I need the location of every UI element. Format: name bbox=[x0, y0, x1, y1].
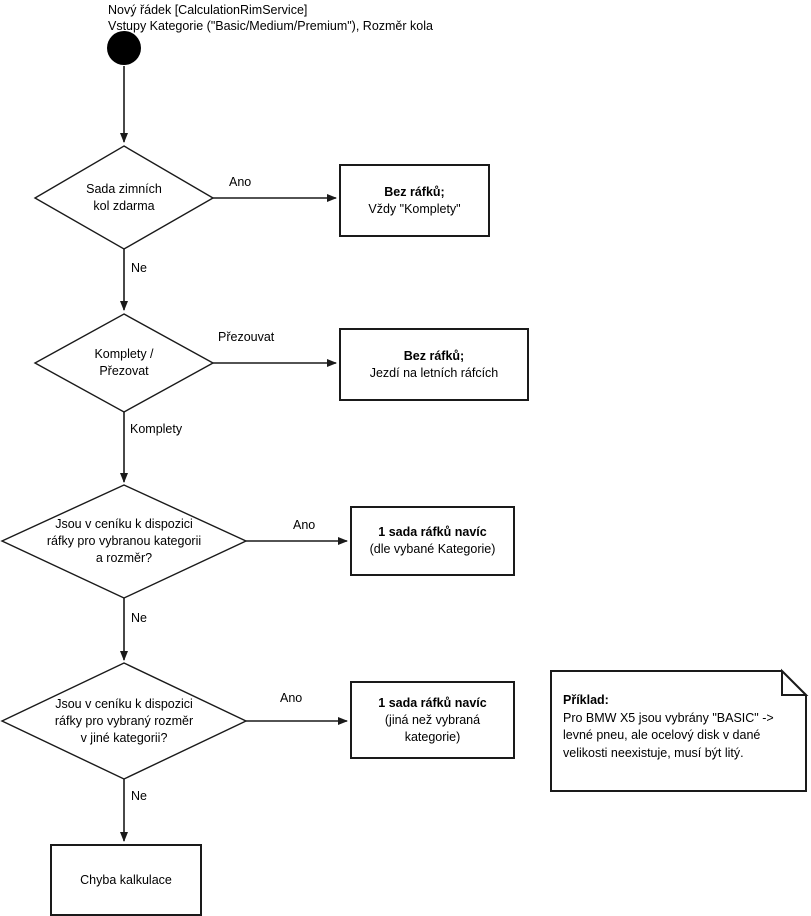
edge-label-d3-no: Ne bbox=[131, 611, 147, 625]
decision-2-shape bbox=[33, 313, 215, 413]
decision-3-shape bbox=[0, 484, 248, 599]
edge-label-d4-no: Ne bbox=[131, 789, 147, 803]
diagram-title-line-1: Nový řádek [CalculationRimService] bbox=[108, 3, 308, 17]
outcome-1-shape bbox=[339, 164, 490, 237]
note-line-3: velikosti neexistuje, musí být litý. bbox=[563, 745, 744, 760]
outcome-4-shape bbox=[350, 681, 515, 759]
note-line-1: Pro BMW X5 jsou vybrány "BASIC" -> bbox=[563, 710, 774, 725]
error-node-shape bbox=[50, 844, 202, 916]
outcome-3-shape bbox=[350, 506, 515, 576]
edge-label-d2-no: Komplety bbox=[130, 422, 183, 436]
diagram-title-line-2: Vstupy Kategorie ("Basic/Medium/Premium"… bbox=[108, 19, 433, 33]
note-line-2: levné pneu, ale ocelový disk v dané bbox=[563, 728, 761, 742]
decision-4-shape bbox=[0, 662, 248, 780]
start-node-shape bbox=[107, 31, 141, 65]
note-fold-icon bbox=[781, 668, 809, 696]
edge-label-d3-yes: Ano bbox=[293, 518, 316, 532]
edge-label-d4-yes: Ano bbox=[280, 691, 303, 705]
outcome-2-shape bbox=[339, 328, 529, 401]
edge-label-d2-yes: Přezouvat bbox=[218, 330, 275, 344]
note-shape bbox=[550, 670, 807, 792]
decision-1-shape bbox=[33, 145, 215, 250]
edge-label-d1-yes: Ano bbox=[229, 175, 252, 189]
note-body: Příklad: Pro BMW X5 jsou vybrány "BASIC"… bbox=[563, 692, 803, 762]
edge-label-d1-no: Ne bbox=[131, 261, 147, 275]
note-title: Příklad: bbox=[563, 693, 609, 707]
